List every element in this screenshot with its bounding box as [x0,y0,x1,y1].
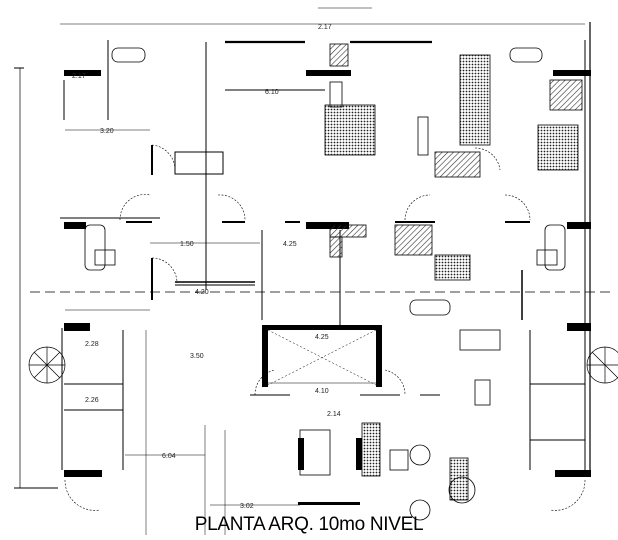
dim-service-b: 2.26 [85,397,99,404]
elevator-core [267,329,377,386]
dim-lower-run: 6.04 [162,453,176,460]
dim-core-lower: 4.10 [315,388,329,395]
top-dimension-line [60,7,585,25]
dim-service-a: 2.28 [85,341,99,348]
hatched-elements [324,43,583,501]
wall-segments [64,70,591,505]
dim-front: 3.50 [190,353,204,360]
spiral-stair-right [586,346,618,384]
furniture [84,47,566,521]
dim-top-overall: 2.17 [318,24,332,31]
dim-stair: 2.14 [327,411,341,418]
dim-bottom: 3.02 [240,503,254,510]
dimension-labels: 2.17 2.17 6.10 3.20 1.50 4.25 4.20 4.25 … [72,24,341,510]
dim-top-mid: 6.10 [265,89,279,96]
dim-corridor-b: 4.25 [283,241,297,248]
door-swings [64,144,586,511]
dim-left-bath: 2.17 [72,73,86,80]
dim-lower-left: 4.20 [195,289,209,296]
left-dimension-line [14,67,58,489]
dim-room-left: 3.20 [100,128,114,135]
dim-core-width: 4.25 [315,334,329,341]
dimension-lines [65,89,376,535]
dim-corridor-a: 1.50 [180,241,194,248]
interior-partitions [60,40,586,470]
drawing-title: PLANTA ARQ. 10mo NIVEL [194,514,424,535]
spiral-stair-left [28,346,66,384]
